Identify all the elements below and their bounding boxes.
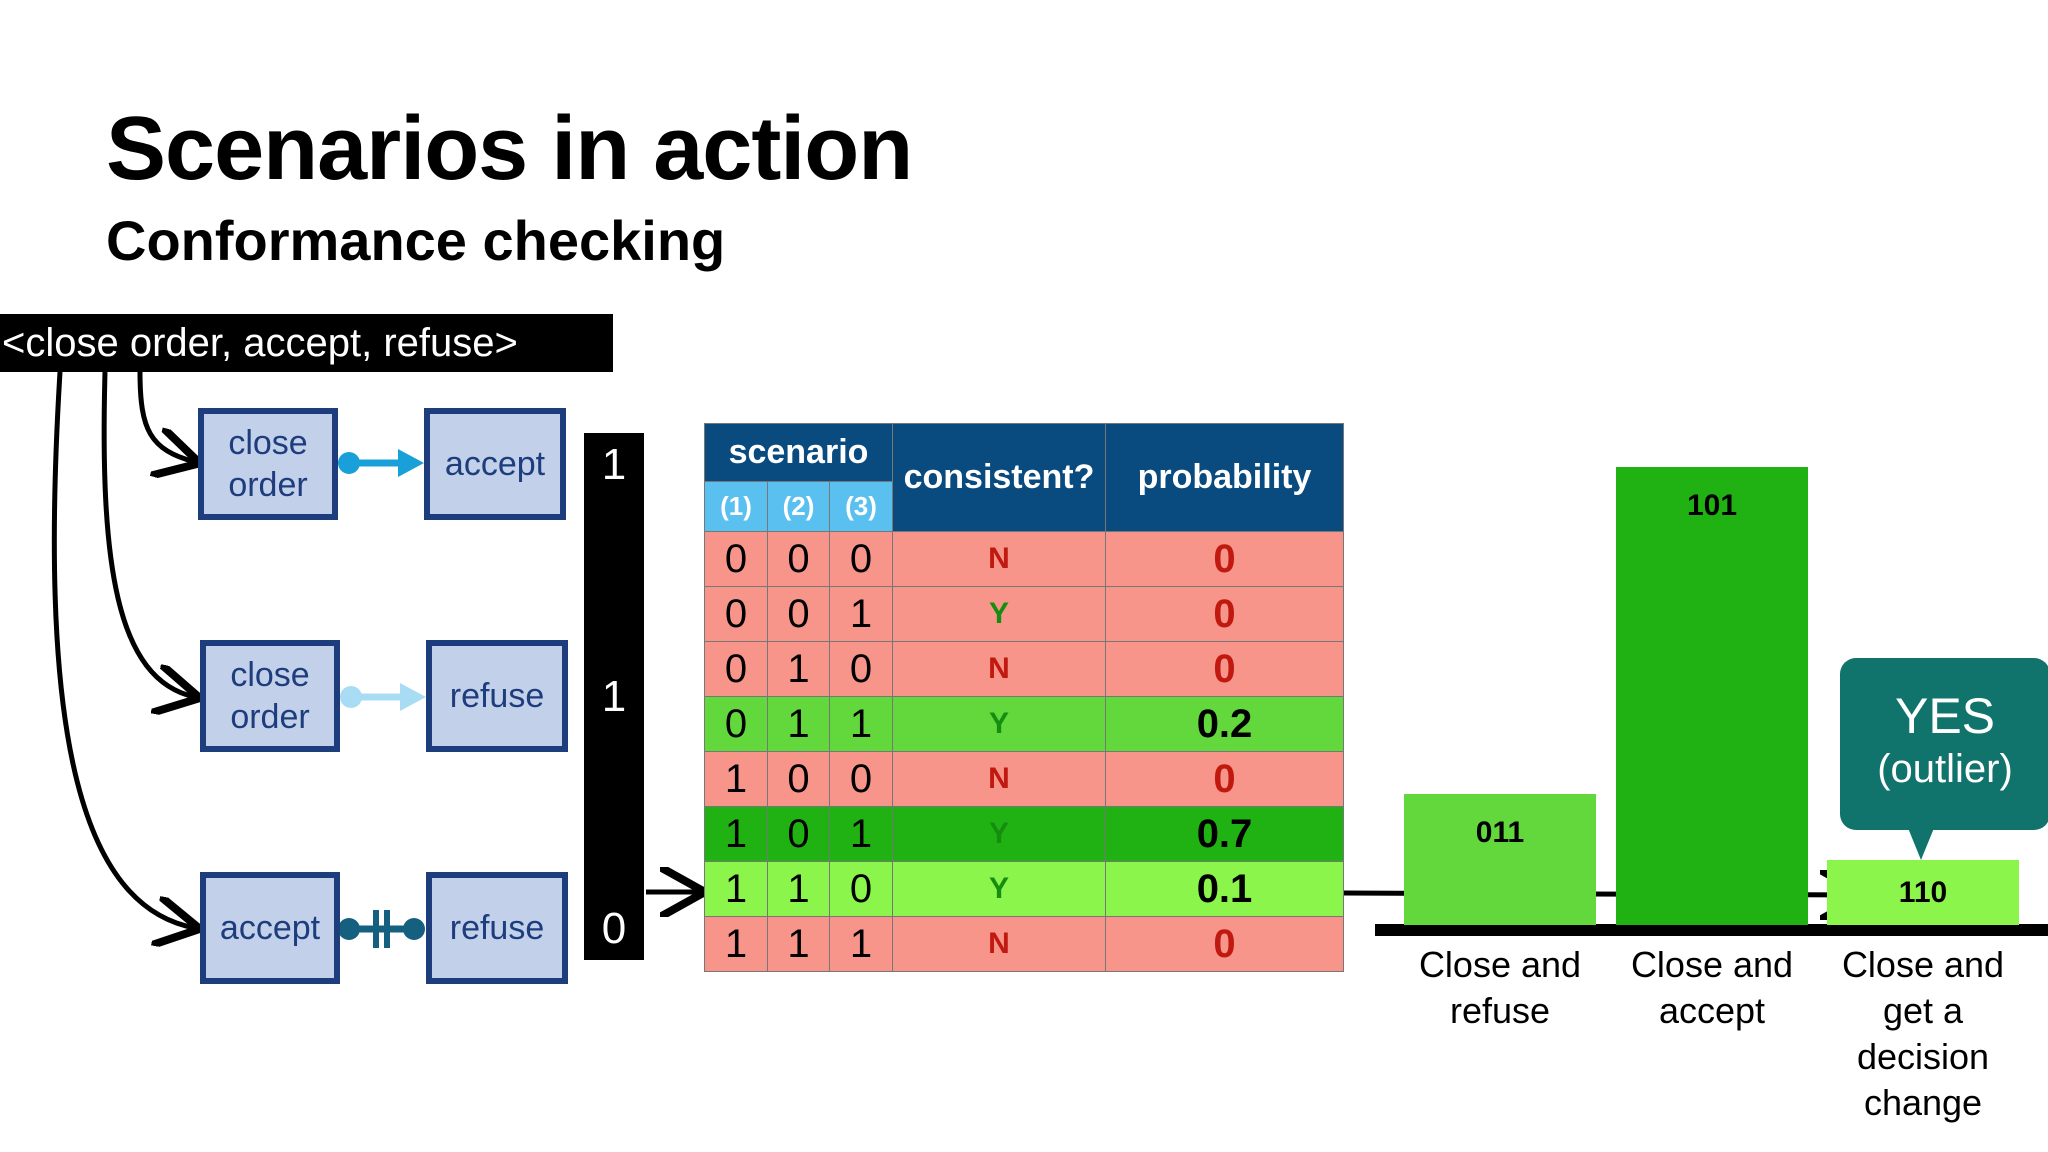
scenario-header: scenario (704, 423, 893, 482)
probability-cell: 0 (1105, 586, 1344, 642)
consistent-cell: N (892, 641, 1106, 697)
callout-title: YES (1894, 688, 1996, 744)
probability-cell: 0.1 (1105, 861, 1344, 917)
callout-subtitle: (outlier) (1877, 747, 2013, 791)
consistent-cell: Y (892, 696, 1106, 752)
scenario-bit-column (584, 433, 644, 960)
activity-accept-3: accept (200, 872, 340, 984)
callout-pointer (1908, 828, 1934, 860)
outlier-callout: YES (outlier) (1840, 658, 2048, 830)
constraint-bit-3: 0 (601, 904, 627, 953)
activity-label: accept (444, 445, 546, 483)
scenario-table: scenario consistent? probability (1) (2)… (704, 423, 1344, 972)
response-connector-1 (338, 449, 424, 477)
probability-cell: 0 (1105, 751, 1344, 807)
scenario-bit-cell: 0 (704, 641, 768, 697)
activity-label: refuse (449, 909, 545, 947)
probability-header: probability (1105, 423, 1344, 532)
activity-label: accept (219, 909, 321, 947)
scenario-bit-cell: 1 (767, 916, 830, 972)
scenario-bit-cell: 1 (704, 806, 768, 862)
activity-label: close order (228, 424, 308, 504)
scenario-col-header: (3) (829, 481, 893, 532)
consistent-cell: Y (892, 861, 1106, 917)
constraint-bit-2: 1 (601, 672, 627, 721)
scenario-bit-cell: 0 (767, 751, 830, 807)
category-label: Close and get a decision change (1841, 944, 2005, 1123)
trace-arrow-3 (51, 371, 195, 928)
consistent-cell: Y (892, 586, 1106, 642)
scenario-bit-cell: 0 (829, 531, 893, 587)
bar-value-label: 101 (1686, 489, 1738, 522)
consistent-cell: Y (892, 806, 1106, 862)
trace-arrow-1 (137, 371, 195, 462)
category-label: Close and accept (1630, 944, 1794, 1031)
bar-value-label: 110 (1898, 876, 1948, 909)
scenario-bit-cell: 0 (704, 531, 768, 587)
not-coexistence-connector (338, 910, 425, 948)
scenario-bit-cell: 0 (704, 586, 768, 642)
chart-bar: 011 (1404, 794, 1596, 925)
trace-arrow-2 (101, 371, 195, 697)
activity-refuse-2: refuse (426, 640, 568, 752)
probability-cell: 0 (1105, 916, 1344, 972)
activity-refuse-3: refuse (426, 872, 568, 984)
scenario-bit-cell: 0 (767, 531, 830, 587)
scenario-bit-cell: 1 (704, 861, 768, 917)
scenario-col-header: (2) (767, 481, 830, 532)
scenario-bit-cell: 1 (704, 916, 768, 972)
activity-label: close order (230, 656, 310, 736)
chart-bar: 110 (1827, 860, 2019, 925)
scenario-bit-cell: 1 (829, 696, 893, 752)
probability-cell: 0.7 (1105, 806, 1344, 862)
scenario-bit-cell: 1 (829, 586, 893, 642)
consistent-cell: N (892, 751, 1106, 807)
activity-label: refuse (449, 677, 545, 715)
scenario-bit-cell: 1 (767, 696, 830, 752)
category-label: Close and refuse (1418, 944, 1582, 1031)
activity-accept-1: accept (424, 408, 566, 520)
scenario-bit-cell: 0 (767, 586, 830, 642)
consistent-cell: N (892, 916, 1106, 972)
scenario-bit-cell: 0 (829, 861, 893, 917)
scenario-bit-cell: 0 (829, 751, 893, 807)
consistent-header: consistent? (892, 423, 1106, 532)
chart-bar: 101 (1616, 467, 1808, 925)
bar-value-label: 011 (1475, 816, 1525, 849)
scenario-bit-cell: 1 (767, 861, 830, 917)
trace-label: <close order, accept, refuse> (0, 314, 613, 372)
activity-close-order-2: close order (200, 640, 340, 752)
scenario-bit-cell: 1 (829, 806, 893, 862)
scenario-bit-cell: 1 (704, 751, 768, 807)
consistent-cell: N (892, 531, 1106, 587)
probability-cell: 0.2 (1105, 696, 1344, 752)
probability-cell: 0 (1105, 531, 1344, 587)
slide-title: Scenarios in action (106, 99, 913, 199)
scenario-bit-cell: 1 (767, 641, 830, 697)
response-connector-2 (340, 683, 426, 711)
probability-cell: 0 (1105, 641, 1344, 697)
scenario-bit-cell: 1 (829, 916, 893, 972)
constraint-bit-1: 1 (601, 440, 627, 489)
scenario-col-header: (1) (704, 481, 768, 532)
slide-subtitle: Conformance checking (106, 209, 726, 272)
scenario-bit-cell: 0 (829, 641, 893, 697)
scenario-bit-cell: 0 (704, 696, 768, 752)
scenario-bit-cell: 0 (767, 806, 830, 862)
activity-close-order-1: close order (198, 408, 338, 520)
